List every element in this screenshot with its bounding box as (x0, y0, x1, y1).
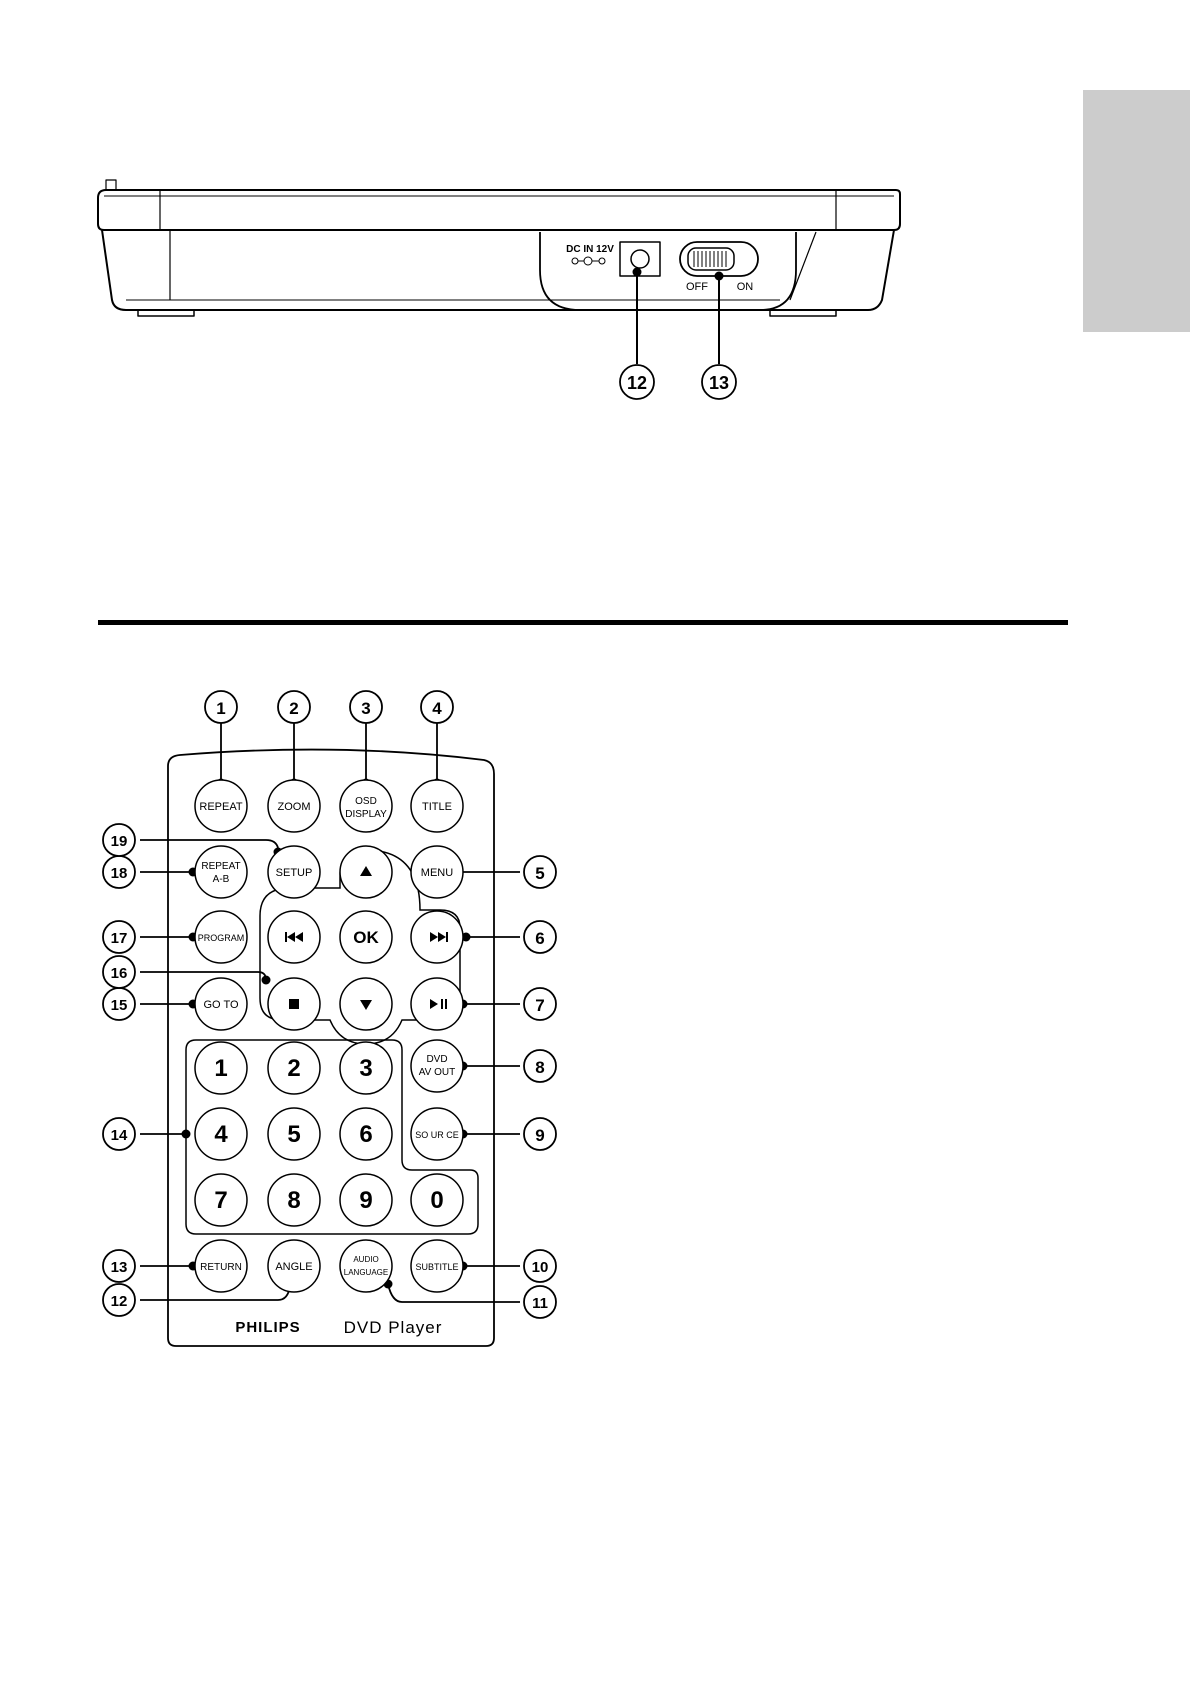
svg-text:A-B: A-B (213, 874, 230, 885)
remote-body (167, 748, 495, 1347)
brand-logo: PHILIPS (235, 1319, 300, 1336)
callout-14: 14 (111, 1127, 128, 1144)
side-callout-12: 12 (619, 364, 655, 400)
audio-language-button[interactable]: AUDIO LANGUAGE (344, 1255, 388, 1277)
osd-display-button[interactable]: OSD DISPLAY (345, 796, 387, 820)
stop-icon[interactable] (289, 999, 299, 1009)
digit-7-button[interactable]: 7 (214, 1187, 227, 1214)
digit-6-button[interactable]: 6 (359, 1121, 372, 1148)
callout-15: 15 (111, 997, 128, 1014)
callout-6: 6 (535, 929, 544, 948)
callout-12: 12 (111, 1293, 128, 1310)
callout-13: 13 (111, 1259, 128, 1276)
repeat-button[interactable]: REPEAT (199, 801, 242, 813)
section-divider (98, 620, 1068, 625)
callout-5: 5 (535, 864, 544, 883)
callout-7: 7 (535, 996, 544, 1015)
svg-text:DVD: DVD (426, 1054, 447, 1065)
svg-text:AV OUT: AV OUT (419, 1067, 455, 1078)
side-callout-13: 13 (701, 364, 737, 400)
player-side-view: DC IN 12V OFF ON 12 13 (97, 179, 901, 400)
callout-18: 18 (111, 865, 128, 882)
callout-2: 2 (289, 699, 298, 718)
digit-1-button[interactable]: 1 (214, 1055, 227, 1082)
switch-on-label: ON (737, 281, 754, 293)
digit-2-button[interactable]: 2 (287, 1055, 300, 1082)
go-to-button[interactable]: GO TO (203, 999, 238, 1011)
callout-3: 3 (361, 699, 370, 718)
switch-off-label: OFF (686, 281, 708, 293)
up-arrow-icon[interactable] (360, 866, 372, 876)
digit-8-button[interactable]: 8 (287, 1187, 300, 1214)
angle-button[interactable]: ANGLE (275, 1261, 312, 1273)
digit-9-button[interactable]: 9 (359, 1187, 372, 1214)
menu-button[interactable]: MENU (421, 867, 453, 879)
callout-8: 8 (535, 1058, 544, 1077)
digit-3-button[interactable]: 3 (359, 1055, 372, 1082)
setup-button[interactable]: SETUP (276, 867, 313, 879)
previous-icon[interactable] (285, 932, 303, 942)
return-button[interactable]: RETURN (200, 1262, 242, 1273)
ok-button[interactable]: OK (353, 928, 379, 947)
callout-17: 17 (111, 930, 128, 947)
callout-9: 9 (535, 1126, 544, 1145)
svg-text:REPEAT: REPEAT (201, 861, 240, 872)
remote-control-diagram: REPEAT ZOOM OSD DISPLAY TITLE REPEAT A-B… (102, 690, 557, 1347)
zoom-button[interactable]: ZOOM (278, 801, 311, 813)
down-arrow-icon[interactable] (360, 1000, 372, 1010)
svg-text:13: 13 (709, 373, 729, 393)
repeat-ab-button[interactable]: REPEAT A-B (201, 861, 240, 885)
language-side-tab (1083, 90, 1190, 332)
svg-text:OSD: OSD (355, 796, 377, 807)
model-label: DVD Player (344, 1318, 443, 1337)
title-button[interactable]: TITLE (422, 801, 452, 813)
svg-text:LANGUAGE: LANGUAGE (344, 1268, 388, 1277)
callout-11: 11 (532, 1295, 548, 1312)
callout-19: 19 (111, 833, 128, 850)
number-pad-outline (185, 1039, 479, 1235)
source-button[interactable]: SO UR CE (415, 1130, 459, 1140)
svg-text:DISPLAY: DISPLAY (345, 809, 387, 820)
dc-in-label: DC IN 12V (566, 244, 614, 255)
dvd-av-out-button[interactable]: DVD AV OUT (419, 1054, 455, 1078)
callout-4: 4 (432, 699, 442, 718)
svg-text:12: 12 (627, 373, 647, 393)
digit-0-button[interactable]: 0 (430, 1187, 443, 1214)
program-button[interactable]: PROGRAM (198, 933, 245, 943)
callout-1: 1 (216, 699, 225, 718)
play-pause-icon[interactable] (430, 999, 447, 1009)
callout-16: 16 (111, 965, 128, 982)
subtitle-button[interactable]: SUBTITLE (415, 1262, 458, 1272)
digit-4-button[interactable]: 4 (214, 1121, 228, 1148)
callout-10: 10 (532, 1259, 549, 1276)
digit-5-button[interactable]: 5 (287, 1121, 300, 1148)
svg-text:AUDIO: AUDIO (353, 1255, 378, 1264)
next-icon[interactable] (430, 932, 448, 942)
